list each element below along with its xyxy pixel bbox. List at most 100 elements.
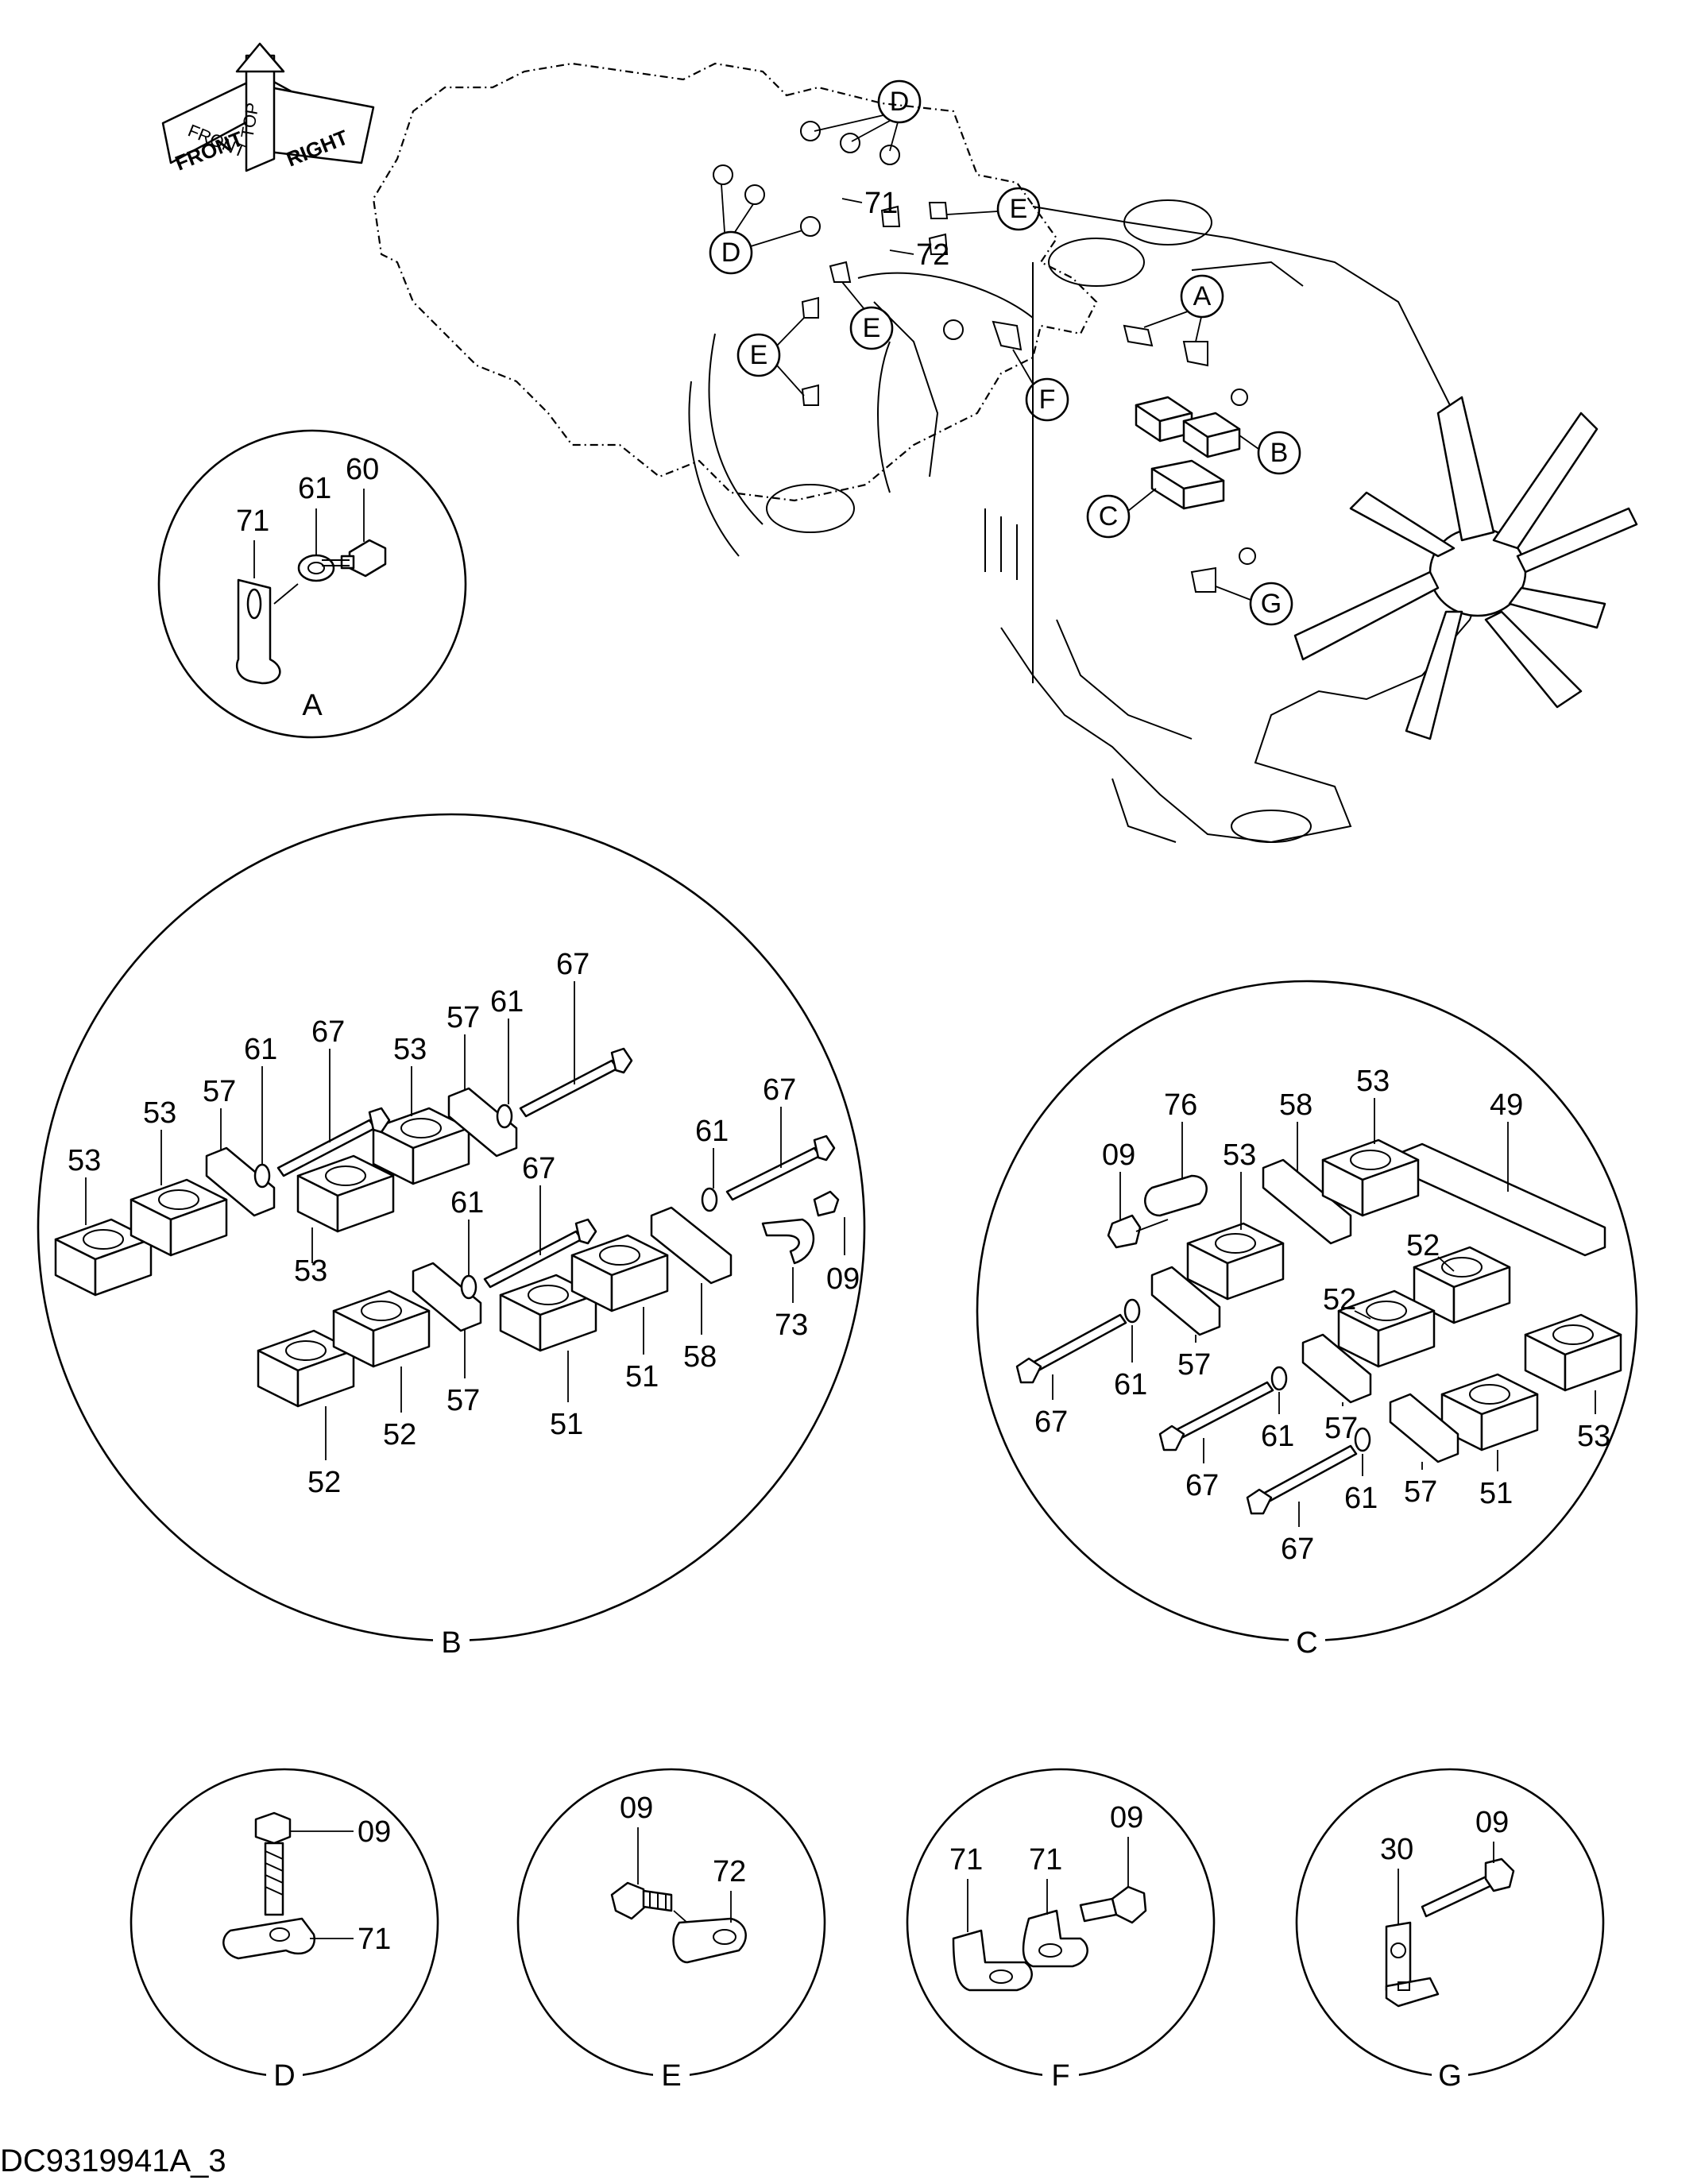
- detail-c-label-57-a: 57: [1177, 1348, 1211, 1382]
- detail-e-caption: E: [661, 2059, 681, 2093]
- detail-c-label-53-b: 53: [1356, 1065, 1390, 1098]
- detail-f-label-71-b: 71: [1029, 1843, 1062, 1877]
- ref-mark-e-1: E: [946, 187, 1041, 231]
- detail-d: D 09 71: [130, 1768, 439, 2093]
- detail-b-label-53-d: 53: [294, 1254, 327, 1288]
- detail-b-label-57-c: 57: [447, 1384, 480, 1417]
- block-c-53-b: [1186, 1222, 1285, 1301]
- block-53-a: [54, 1218, 153, 1297]
- detail-c-label-61-c: 61: [1344, 1482, 1378, 1515]
- detail-c-label-76: 76: [1164, 1088, 1197, 1122]
- detail-a-label-61: 61: [298, 472, 331, 505]
- detail-g-caption: G: [1438, 2059, 1462, 2093]
- detail-b-label-67-d: 67: [763, 1073, 796, 1107]
- detail-c-label-53-a: 53: [1223, 1138, 1256, 1172]
- detail-c-label-09: 09: [1102, 1138, 1135, 1172]
- detail-b-label-67-a: 67: [311, 1015, 345, 1049]
- detail-a-label-60: 60: [346, 453, 379, 486]
- detail-b-label-51-b: 51: [550, 1408, 583, 1441]
- detail-d-caption: D: [273, 2059, 295, 2093]
- block-53-b: [130, 1178, 228, 1257]
- detail-f-caption: F: [1051, 2059, 1069, 2093]
- detail-c-label-52-b: 52: [1323, 1283, 1356, 1316]
- detail-c-label-58: 58: [1279, 1088, 1312, 1122]
- drawing-id: DC9319941A_3: [0, 2143, 226, 2178]
- detail-b-label-61-d: 61: [695, 1115, 729, 1148]
- ref-mark-b: B: [1239, 431, 1301, 475]
- svg-text:C: C: [1099, 501, 1119, 532]
- detail-c: C 76 09 53 58 5: [976, 980, 1638, 1660]
- detail-a-label-71: 71: [236, 504, 269, 538]
- detail-b-label-57-b: 57: [447, 1001, 480, 1034]
- detail-b-label-52-a: 52: [383, 1418, 416, 1451]
- detail-b-label-58: 58: [683, 1340, 717, 1374]
- detail-c-label-49: 49: [1490, 1088, 1523, 1122]
- detail-b-label-67-c: 67: [522, 1152, 555, 1185]
- detail-b-label-61-c: 61: [450, 1186, 484, 1220]
- ref-mark-a: A: [1143, 274, 1224, 342]
- detail-b-label-53-b: 53: [143, 1096, 176, 1130]
- ref-mark-e-2: E: [841, 281, 894, 350]
- svg-text:A: A: [1193, 281, 1212, 311]
- detail-a: A 71 61 60: [157, 429, 467, 739]
- detail-a-caption: A: [302, 689, 323, 722]
- svg-text:E: E: [750, 340, 768, 370]
- block-c-53-a: [1321, 1138, 1420, 1217]
- detail-b: B: [37, 813, 866, 1660]
- detail-d-label-71: 71: [358, 1923, 391, 1956]
- detail-b-label-53-a: 53: [68, 1144, 101, 1177]
- svg-text:D: D: [890, 87, 910, 117]
- ref-mark-c: C: [1086, 488, 1157, 539]
- block-53-d: [372, 1107, 470, 1185]
- svg-text:B: B: [1270, 438, 1289, 468]
- detail-c-label-57-c: 57: [1404, 1475, 1437, 1509]
- detail-c-label-61-b: 61: [1261, 1420, 1294, 1453]
- detail-f: F 71 71 09: [906, 1768, 1216, 2093]
- block-group-c: [1150, 459, 1225, 510]
- svg-text:E: E: [863, 313, 881, 343]
- detail-g-label-30: 30: [1380, 1833, 1413, 1866]
- detail-b-label-57-a: 57: [203, 1075, 236, 1108]
- detail-b-label-53-c: 53: [393, 1033, 427, 1066]
- ref-mark-d-left: D: [709, 184, 803, 275]
- detail-e-label-72: 72: [713, 1855, 746, 1888]
- detail-g: G 30 09: [1295, 1768, 1605, 2093]
- detail-f-label-09: 09: [1110, 1801, 1143, 1834]
- ref-mark-e-3: E: [736, 317, 805, 396]
- block-52-b: [332, 1289, 431, 1368]
- svg-text:F: F: [1039, 385, 1056, 415]
- detail-f-label-71-a: 71: [949, 1843, 983, 1877]
- detail-c-label-67-c: 67: [1281, 1533, 1314, 1566]
- block-53-c: [296, 1154, 395, 1233]
- detail-c-label-67-b: 67: [1185, 1469, 1219, 1502]
- svg-text:G: G: [1261, 589, 1282, 619]
- block-c-52-a: [1413, 1246, 1511, 1324]
- detail-c-label-52-a: 52: [1406, 1229, 1440, 1262]
- orientation-symbol: FRONT FRONT TOP RIGHT: [161, 42, 375, 176]
- detail-b-label-67-b: 67: [556, 948, 590, 981]
- detail-b-label-51-a: 51: [625, 1360, 659, 1394]
- fan-icon: [1293, 396, 1638, 740]
- detail-c-label-67-a: 67: [1034, 1405, 1068, 1439]
- svg-text:E: E: [1010, 194, 1028, 224]
- detail-e-label-09: 09: [620, 1792, 653, 1825]
- engine-overview: 71 72: [372, 62, 1638, 844]
- block-c-52-b: [1337, 1289, 1436, 1368]
- ref-mark-g: G: [1215, 582, 1293, 626]
- detail-d-label-09: 09: [358, 1815, 391, 1849]
- detail-b-label-61-b: 61: [490, 985, 524, 1019]
- detail-c-label-53-c: 53: [1577, 1420, 1610, 1453]
- detail-c-label-57-b: 57: [1324, 1412, 1358, 1445]
- detail-e: E 09 72: [516, 1768, 826, 2093]
- detail-b-caption: B: [441, 1626, 461, 1660]
- block-c-53-c: [1524, 1313, 1622, 1392]
- main-callout-72: 72: [916, 238, 949, 272]
- detail-c-caption: C: [1296, 1626, 1317, 1660]
- detail-g-label-09: 09: [1475, 1806, 1509, 1839]
- ref-mark-f: F: [1012, 349, 1069, 422]
- detail-b-label-61-a: 61: [244, 1033, 277, 1066]
- block-c-51: [1440, 1373, 1539, 1451]
- detail-b-label-09: 09: [826, 1262, 860, 1296]
- detail-b-label-52-b: 52: [307, 1466, 341, 1499]
